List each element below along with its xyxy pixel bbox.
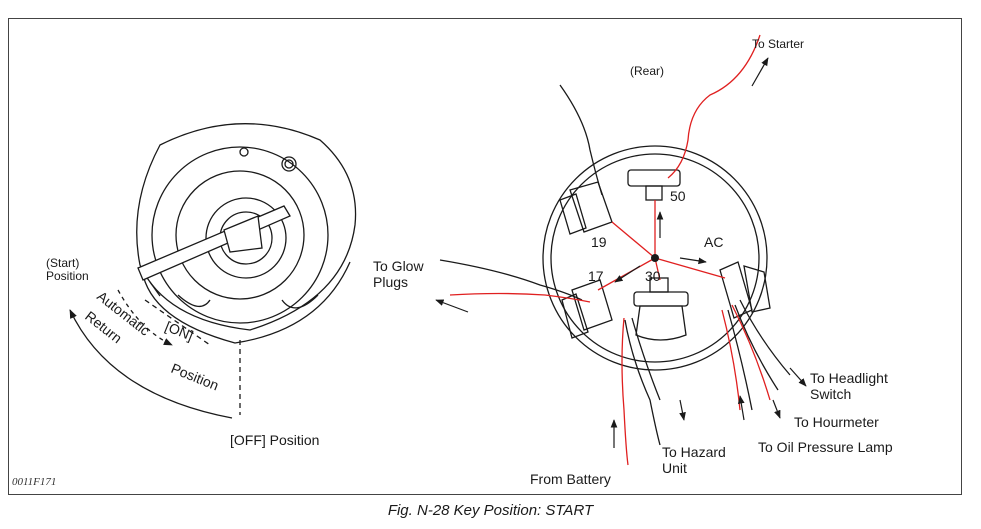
arrow-to-17 (614, 265, 641, 283)
on-position-label-2: Position (169, 360, 221, 393)
rear-label: (Rear) (630, 64, 665, 78)
mount-hole-inner (284, 159, 294, 169)
link-center-ac (654, 257, 726, 279)
link-center-19 (611, 221, 656, 259)
key-cylinder (205, 197, 287, 279)
terminal-30-block (633, 291, 689, 307)
switch-outer-body (136, 123, 357, 331)
wire-black-hazard-1 (624, 319, 661, 446)
arrow-oil (737, 395, 745, 421)
wire-black-headlight-2 (734, 304, 779, 391)
on-arc (117, 289, 173, 346)
center-junction (651, 254, 659, 262)
wire-black-oil (727, 309, 753, 411)
to-glow-plugs-label-2: Plugs (373, 274, 409, 290)
from-battery-label: From Battery (530, 471, 611, 487)
red-wires (449, 34, 771, 466)
return-arc (69, 309, 233, 419)
key-head (223, 215, 263, 253)
wire-red-hour (731, 304, 771, 401)
terminal-ac-block (719, 261, 753, 319)
figure-code: 0011F171 (12, 476, 57, 488)
terminal-19-cap (559, 193, 587, 235)
mount-hole (281, 156, 297, 172)
indicator-dot (239, 147, 249, 157)
arrow-to-ac (679, 257, 707, 265)
wire-black-headlight-1 (739, 299, 791, 376)
start-position-label-2: Position (46, 269, 89, 283)
arrow-starter (751, 57, 769, 87)
wire-black-glow (439, 259, 583, 301)
terminal-ac-label: AC (704, 234, 724, 250)
terminal-50-label: 50 (670, 188, 686, 204)
switch-inner-ring (175, 170, 305, 300)
to-starter-label: To Starter (752, 37, 805, 51)
switch-face (151, 146, 329, 324)
off-position-label: [OFF] Position (230, 432, 320, 448)
wire-black-hazard-2 (631, 317, 661, 401)
arrow-headlight (789, 367, 807, 387)
on-mark (144, 299, 211, 346)
terminal-50-stud (645, 185, 663, 201)
to-glow-plugs-label-1: To Glow (373, 258, 424, 274)
direction-arrows (435, 57, 807, 448)
terminal-30-cap (635, 305, 687, 341)
terminal-30-label: 30 (645, 268, 661, 284)
wire-red-starter (667, 34, 761, 179)
arrow-glow (435, 299, 469, 313)
key-switch-front (69, 123, 357, 419)
wire-red-oil (721, 309, 741, 411)
terminal-19-label: 19 (591, 234, 607, 250)
wire-black-19 (559, 84, 603, 196)
start-position-label-1: (Start) (46, 256, 80, 270)
terminal-17-block (571, 279, 613, 331)
to-headlight-switch-label-1: To Headlight (810, 370, 888, 386)
to-hourmeter-label: To Hourmeter (794, 414, 879, 430)
arrow-hazard (679, 399, 686, 421)
terminal-ac-cap (743, 265, 771, 313)
to-headlight-switch-label-2: Switch (810, 386, 852, 402)
wire-red-battery (621, 317, 629, 466)
figure-caption: Fig. N-28 Key Position: START (387, 502, 594, 519)
arrow-hour (772, 399, 781, 419)
start-mark (149, 281, 161, 297)
key-blade (137, 205, 291, 281)
switch-lower-flange (141, 261, 351, 344)
terminal-17-label: 17 (588, 268, 604, 284)
terminal-50-block (627, 169, 681, 187)
switch-tab-notch (177, 294, 319, 309)
to-hazard-unit-label-1: To Hazard (662, 444, 726, 460)
rear-housing-outer (542, 145, 768, 371)
figure-frame (8, 18, 962, 495)
wire-red-glow (449, 292, 591, 303)
to-oil-pressure-lamp-label: To Oil Pressure Lamp (758, 439, 893, 455)
rear-housing-inner (550, 153, 760, 363)
on-position-label-1: [ON] (163, 318, 196, 344)
to-hazard-unit-label-2: Unit (662, 460, 687, 476)
